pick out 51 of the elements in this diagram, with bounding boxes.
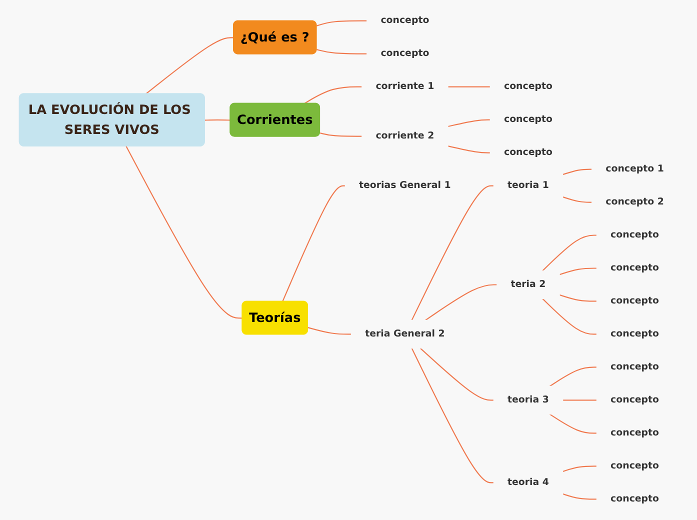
node-text: concepto [610,328,660,340]
node-text: concepto [610,262,660,274]
connector [559,268,597,276]
connector [316,20,367,26]
connector [542,234,597,272]
connector [448,86,490,88]
node-text: concepto [610,394,660,406]
node-text: corriente 1 [376,80,434,92]
connector [549,366,597,387]
node-text: teoria 4 [508,476,549,488]
node-text: teoria 3 [508,394,549,406]
connector [448,119,490,128]
node-text: concepto [504,146,552,158]
node-text: concepto 2 [606,196,664,208]
node-text: teria 2 [510,278,546,290]
connector [562,196,592,203]
connector [308,327,352,335]
connector [542,298,597,335]
connector [304,86,362,104]
connector [562,168,592,176]
node-text: concepto [504,114,552,125]
connector [411,348,494,484]
node-text: teria General 2 [365,328,445,340]
connector [316,49,367,54]
node-text: corriente 2 [376,130,434,142]
connector [549,414,597,434]
node-text: concepto [610,229,660,240]
connector [562,466,597,472]
connector [562,493,597,500]
node-text: concepto 1 [606,163,664,174]
node-text: concepto [610,427,660,438]
connector [559,294,597,302]
connector [448,146,490,154]
node-text: teoria 1 [508,180,549,191]
node-text: concepto [380,48,430,59]
connector [320,132,362,137]
node-text: teorias General 1 [359,180,451,191]
node-text: concepto [504,80,552,92]
node-text: concepto [610,493,660,504]
connector [145,37,234,94]
node-text: concepto [380,14,430,26]
connector [204,119,231,121]
connector [282,185,346,302]
connector [411,185,494,321]
connector [425,284,498,321]
node-text: concepto [610,295,660,306]
node-text: concepto [610,361,660,372]
node-text: concepto [610,460,660,472]
connector [420,348,494,401]
connector [562,400,597,401]
connector [126,146,243,319]
